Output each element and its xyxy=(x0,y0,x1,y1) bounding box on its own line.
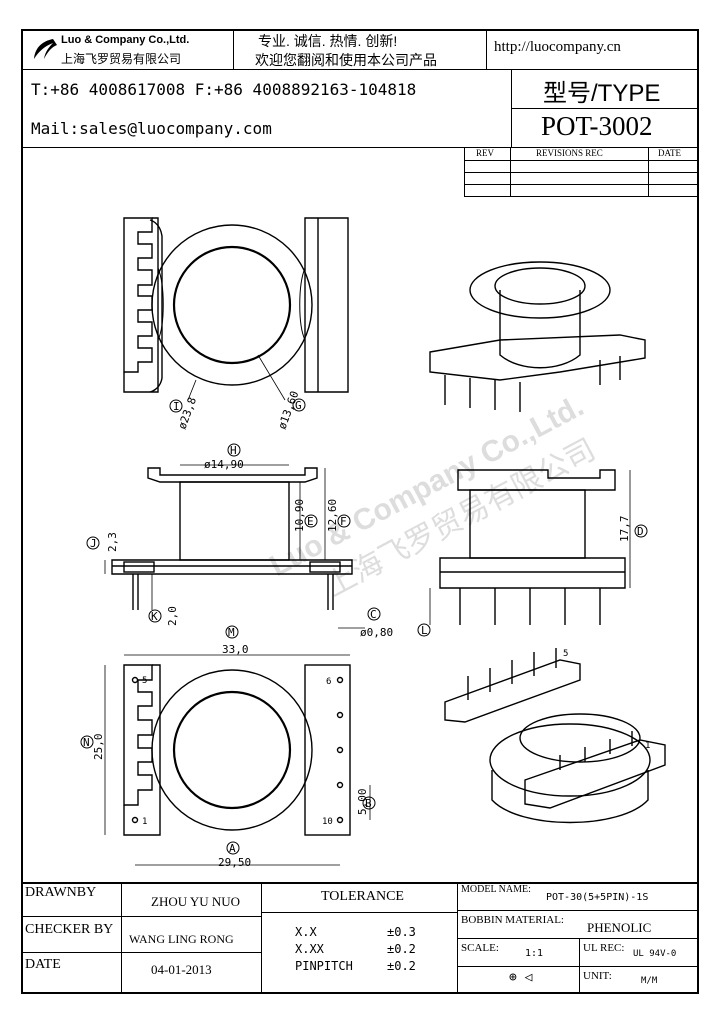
dim-d: 17,7 xyxy=(618,516,631,543)
label-h: H xyxy=(230,444,237,457)
tol-xx-label: X.X xyxy=(295,925,317,939)
model-label: MODEL NAME: xyxy=(461,884,531,895)
label-c: C xyxy=(370,608,377,621)
bobbin-label: BOBBIN MATERIAL: xyxy=(461,914,564,926)
company-name-cn: 上海飞罗贸易有限公司 xyxy=(61,52,182,66)
iso-view-bottom xyxy=(444,648,666,824)
dim-j: 2,3 xyxy=(106,532,119,552)
drawing-frame xyxy=(21,29,699,994)
top-view xyxy=(123,217,349,401)
dim-a: 29,50 xyxy=(218,856,251,869)
scale-label: SCALE: xyxy=(461,942,499,954)
company-name-en: Luo & Company Co.,Ltd. xyxy=(61,34,190,46)
label-d: D xyxy=(637,525,644,538)
phone-fax: T:+86 4008617008 F:+86 4008892163-104818 xyxy=(31,80,417,99)
bobbin-value: PHENOLIC xyxy=(587,920,652,935)
model-value: POT-30(5+5PIN)-1S xyxy=(546,892,649,903)
dim-f: 12,60 xyxy=(326,499,339,532)
drawnby-value: ZHOU YU NUO xyxy=(151,894,241,909)
label-f: F xyxy=(340,515,347,528)
label-g: G xyxy=(295,399,302,412)
header: Luo & Company Co.,Ltd. 上海飞罗贸易有限公司 专业. 诚信… xyxy=(21,29,699,148)
drawnby-label: DRAWNBY xyxy=(25,885,97,900)
bottom-view xyxy=(104,654,371,866)
date-col-header: DATE xyxy=(658,148,681,158)
date-label: DATE xyxy=(25,957,61,972)
label-i: I xyxy=(173,400,180,413)
slogan-line-1: 专业. 诚信. 热情. 创新! xyxy=(258,33,398,49)
tol-xxx-label: X.XX xyxy=(295,942,324,956)
label-m: M xyxy=(228,626,235,639)
label-a: A xyxy=(229,842,236,855)
checker-label: CHECKER BY xyxy=(25,922,114,937)
label-k: K xyxy=(151,610,158,623)
revisions-col-header: REVISIONS REC xyxy=(536,148,603,158)
tol-xx-value: ±0.3 xyxy=(387,925,416,939)
type-label: 型号/TYPE xyxy=(543,80,661,107)
company-logo-icon xyxy=(34,39,57,59)
tol-xxx-value: ±0.2 xyxy=(387,942,416,956)
dim-n: 25,0 xyxy=(92,734,105,761)
pin-label-6: 6 xyxy=(326,677,331,687)
dim-m: 33,0 xyxy=(222,643,249,656)
label-b: B xyxy=(365,797,372,810)
revisions-table: REV REVISIONS REC DATE xyxy=(464,148,699,197)
dim-h: ø14,90 xyxy=(204,458,244,471)
checker-value: WANG LING RONG xyxy=(129,932,234,946)
ulrec-label: UL REC: xyxy=(583,942,625,954)
tol-pin-value: ±0.2 xyxy=(387,959,416,973)
label-n: N xyxy=(83,736,90,749)
label-j: J xyxy=(90,537,97,550)
pin-label-1: 1 xyxy=(142,817,147,827)
ulrec-value: UL 94V-0 xyxy=(633,949,677,959)
dim-k: 2,0 xyxy=(166,606,179,626)
pin-label-5: 5 xyxy=(142,676,147,686)
rev-col-header: REV xyxy=(476,148,494,158)
contact-mail[interactable]: Mail:sales@luocompany.com xyxy=(31,119,272,138)
dim-e: 10,90 xyxy=(293,499,306,532)
technical-drawing: I ø23,8 G ø13,60 H ø14,90 10,90 E 12,60 … xyxy=(80,217,666,869)
iso-pin-label-1: 1 xyxy=(645,741,650,751)
dim-b: 5,00 xyxy=(356,789,369,816)
date-value: 04-01-2013 xyxy=(151,962,212,977)
label-e: E xyxy=(307,515,314,528)
website-link[interactable]: http://luocompany.cn xyxy=(494,39,621,55)
side-view xyxy=(104,464,365,629)
dim-c: ø0,80 xyxy=(360,626,393,639)
projection-icon: ⊕ ◁ xyxy=(509,970,533,985)
front-view xyxy=(429,469,631,625)
type-value: POT-3002 xyxy=(541,111,653,141)
unit-value: M/M xyxy=(641,976,658,986)
label-l: L xyxy=(421,624,428,637)
scale-value: 1:1 xyxy=(525,948,544,959)
tol-pin-label: PINPITCH xyxy=(295,959,353,973)
pin-label-10: 10 xyxy=(322,817,333,827)
iso-pin-label-5: 5 xyxy=(563,649,568,659)
tolerance-label: TOLERANCE xyxy=(321,889,404,904)
unit-label: UNIT: xyxy=(583,970,612,982)
slogan-line-2: 欢迎您翻阅和使用本公司产品 xyxy=(255,52,437,68)
iso-view-top xyxy=(429,261,646,412)
title-block: DRAWNBY ZHOU YU NUO CHECKER BY WANG LING… xyxy=(21,882,699,994)
